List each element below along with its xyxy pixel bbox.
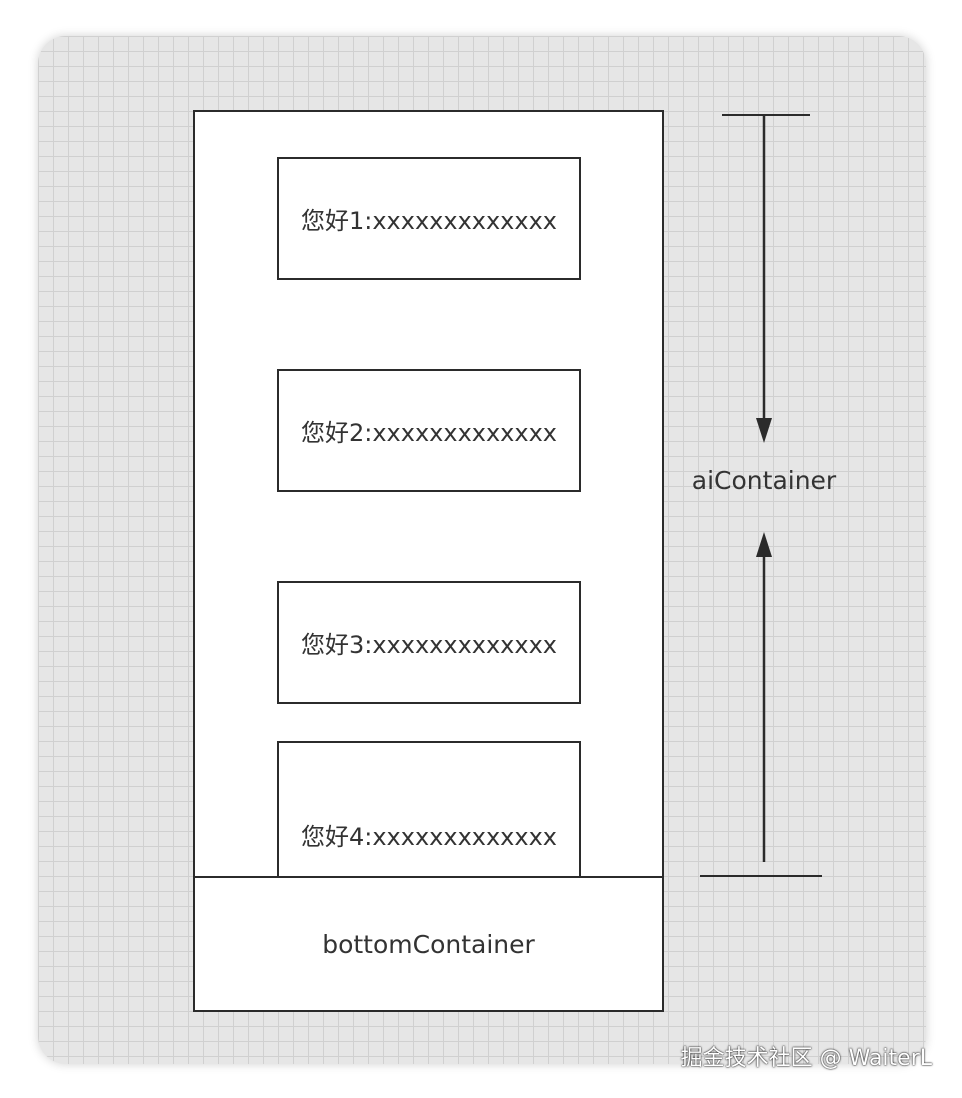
arrow-down-icon — [756, 418, 772, 443]
list-item-4-label: 您好4:xxxxxxxxxxxxx — [301, 823, 557, 851]
list-item-2: 您好2:xxxxxxxxxxxxx — [277, 369, 581, 492]
bottom-container-label: bottomContainer — [322, 929, 535, 959]
list-item-1-label: 您好1:xxxxxxxxxxxxx — [301, 207, 557, 235]
list-item-4: 您好4:xxxxxxxxxxxxx — [277, 741, 581, 878]
watermark: 掘金技术社区 @ WaiterL — [680, 1046, 932, 1071]
ai-container-label: aiContainer — [691, 466, 837, 495]
list-item-2-label: 您好2:xxxxxxxxxxxxx — [301, 419, 557, 447]
bottom-container-box: bottomContainer — [193, 876, 664, 1012]
arrow-up-icon — [756, 532, 772, 557]
list-item-3: 您好3:xxxxxxxxxxxxx — [277, 581, 581, 704]
list-item-1: 您好1:xxxxxxxxxxxxx — [277, 157, 581, 280]
list-item-3-label: 您好3:xxxxxxxxxxxxx — [301, 631, 557, 659]
